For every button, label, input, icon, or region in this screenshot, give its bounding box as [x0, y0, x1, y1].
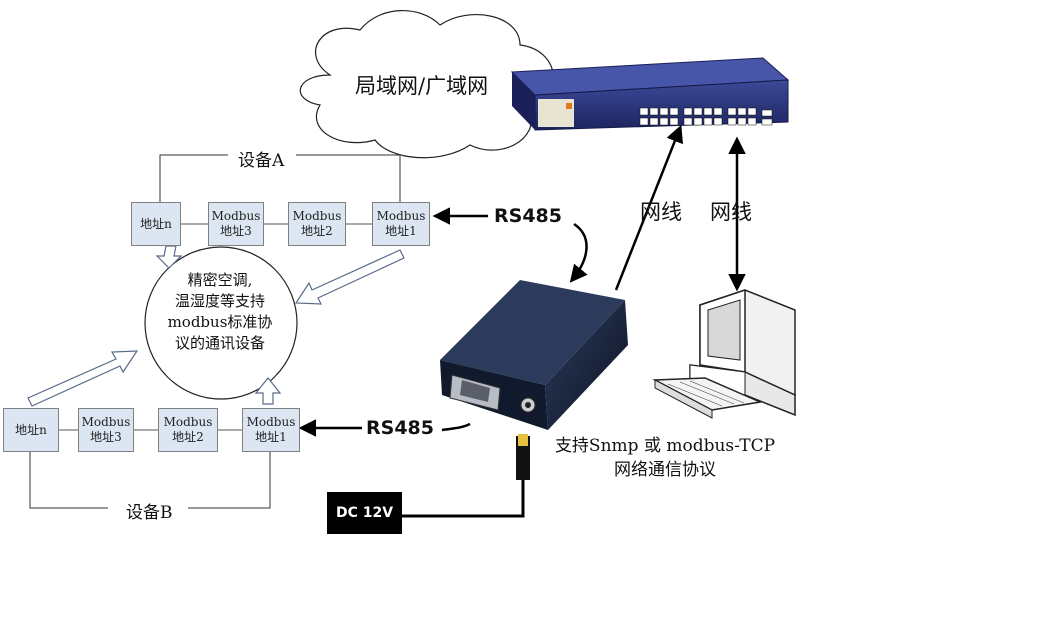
rs485-cable-bottom: [441, 422, 471, 432]
device-b-node-2-line2: 地址2: [172, 430, 204, 444]
device-a-bracket: [159, 154, 228, 202]
device-b-title: 设备B: [126, 503, 173, 523]
network-cable-1-label: 网线: [640, 200, 682, 224]
rs485-bottom-label: RS485: [366, 417, 434, 439]
device-a-node-3-line2: 地址3: [220, 224, 252, 238]
device-a-node-2: Modbus 地址2: [288, 202, 346, 246]
arrow-a-n-icon: [155, 245, 183, 269]
center-device-line-4: 议的通讯设备: [174, 334, 265, 352]
center-device-line-1: 精密空调,: [187, 271, 253, 289]
device-a-node-2-line2: 地址2: [301, 224, 333, 238]
device-a-node-1: Modbus 地址1: [372, 202, 430, 246]
converter-device: [440, 280, 628, 430]
device-b-node-3-line2: 地址3: [90, 430, 122, 444]
device-b-bracket: [29, 452, 108, 509]
network-switch: [510, 57, 790, 131]
power-label: DC 12V: [327, 492, 402, 534]
center-device-label: 精密空调, 温湿度等支持 modbus标准协 议的通讯设备: [152, 270, 288, 354]
device-a-node-2-line1: Modbus: [292, 209, 342, 223]
center-device-circle: [144, 246, 298, 400]
protocol-note-line-2: 网络通信协议: [614, 460, 716, 480]
center-device-line-2: 温湿度等支持: [174, 292, 265, 310]
center-device-line-3: modbus标准协: [167, 313, 273, 331]
arrow-a-1-icon: [294, 249, 405, 305]
device-b-node-1-line2: 地址1: [255, 430, 287, 444]
device-a-node-1-line1: Modbus: [376, 209, 426, 223]
device-a-node-1-line2: 地址1: [385, 224, 417, 238]
network-cable-2-label: 网线: [710, 200, 752, 224]
device-b-node-n: 地址n: [3, 408, 59, 452]
device-a-bracket-right: [296, 154, 401, 202]
arrow-b-n-icon: [27, 350, 139, 407]
network-cable-1: [614, 124, 683, 291]
device-a-node-3: Modbus 地址3: [208, 202, 264, 246]
device-a-title: 设备A: [238, 151, 285, 171]
device-b-node-2: Modbus 地址2: [158, 408, 218, 452]
device-b-bracket-right: [188, 452, 271, 509]
device-b-node-2-line1: Modbus: [163, 415, 213, 429]
device-b-node-1: Modbus 地址1: [242, 408, 300, 452]
device-b-node-3: Modbus 地址3: [78, 408, 134, 452]
device-b-node-n-line1: 地址n: [15, 422, 47, 437]
device-a-node-3-line1: Modbus: [211, 209, 261, 223]
power-cable: [402, 480, 525, 518]
computer: [652, 288, 796, 419]
rs485-cable-top: [569, 222, 588, 283]
cloud-label: 局域网/广域网: [355, 74, 489, 98]
protocol-note-line-1: 支持Snmp 或 modbus-TCP: [554, 436, 776, 456]
hollow-arrows: [27, 245, 405, 407]
device-b-node-3-line1: Modbus: [81, 415, 131, 429]
device-a-node-n-line1: 地址n: [140, 216, 172, 231]
rs485-top-label: RS485: [494, 205, 562, 227]
device-a-node-n: 地址n: [131, 202, 181, 246]
device-b-node-1-line1: Modbus: [246, 415, 296, 429]
arrow-b-1-icon: [254, 377, 282, 405]
power-plug: [516, 436, 530, 480]
protocol-note: 支持Snmp 或 modbus-TCP 网络通信协议: [540, 434, 790, 482]
